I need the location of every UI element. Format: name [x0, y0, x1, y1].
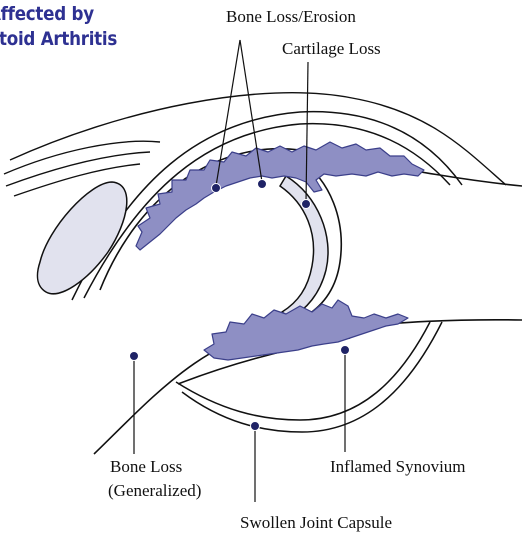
marker-cartilage-loss	[302, 200, 311, 209]
joint-capsule	[72, 112, 462, 300]
marker-bone-erosion-2	[258, 180, 267, 189]
marker-generalized-bone-loss	[130, 352, 139, 361]
inflamed-synovium-lower	[204, 300, 408, 360]
label-inflamed-synovium: Inflamed Synovium	[330, 456, 466, 478]
label-swollen-joint-capsule: Swollen Joint Capsule	[240, 512, 392, 534]
label-cartilage-loss: Cartilage Loss	[282, 38, 381, 60]
label-bone-loss-erosion: Bone Loss/Erosion	[226, 6, 356, 28]
label-bone-loss-generalized-2: (Generalized)	[108, 480, 201, 502]
label-bone-loss-generalized-1: Bone Loss	[110, 456, 182, 478]
articular-cartilage	[280, 176, 328, 318]
marker-synovium	[341, 346, 350, 355]
marker-bone-erosion-1	[212, 184, 221, 193]
sesamoid-bone	[38, 182, 127, 294]
soft-tissue-lines	[4, 93, 506, 196]
marker-joint-capsule	[251, 422, 260, 431]
inflamed-synovium-upper	[136, 142, 424, 250]
